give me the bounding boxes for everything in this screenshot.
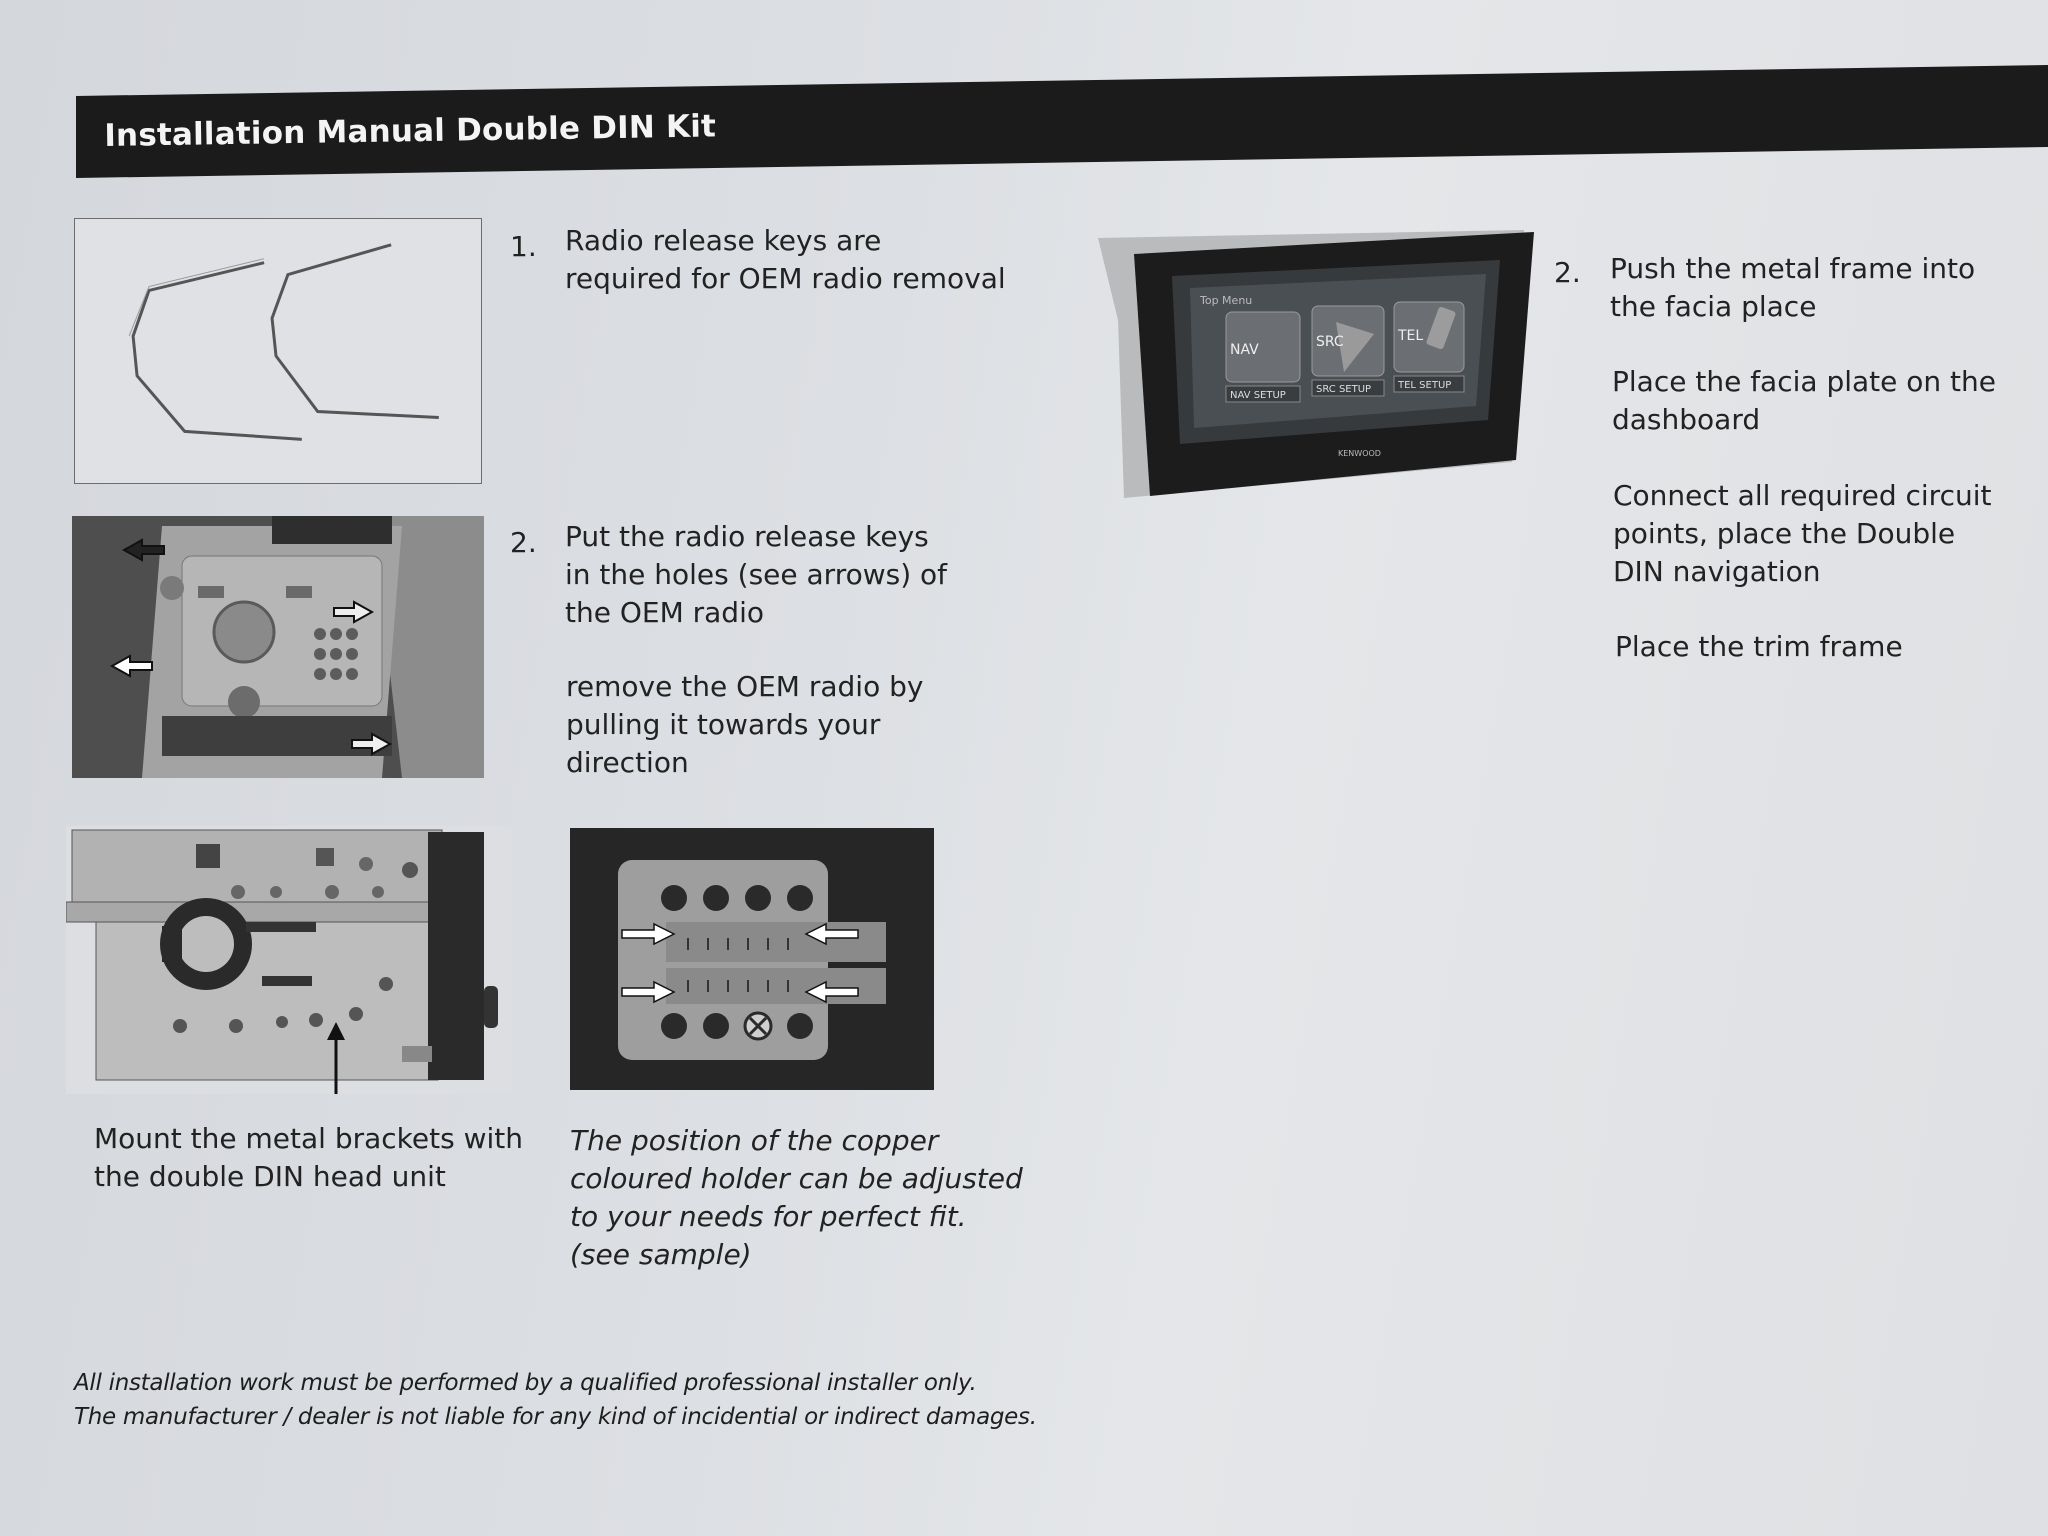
holder-caption: The position of the copper coloured hold… [570,1124,1023,1271]
step-1-text: Radio release keys are required for OEM … [565,224,1006,295]
arrow-up-icon [327,1022,345,1040]
right-step-paragraph-4: Place the trim frame [1615,630,1903,663]
arrow-icon [804,980,859,1004]
head-unit-photo: Top Menu NAV NAV SETUP SRC SRC SETUP TEL… [1098,230,1534,498]
step-2-extra-text: remove the OEM radio by pulling it towar… [566,670,924,779]
nav-button[interactable]: NAV NAV SETUP [1225,311,1301,403]
arrow-icon [333,600,375,624]
right-step-paragraph-2: Place the facia plate on the dashboard [1612,365,1996,436]
svg-text:NAV SETUP: NAV SETUP [1230,390,1286,401]
step-number: 2. [510,526,537,559]
head-unit-figure: Top Menu NAV NAV SETUP SRC SRC SETUP TEL… [1094,224,1534,502]
phone-icon [1426,306,1456,350]
step-2-text: Put the radio release keys in the holes … [565,520,948,629]
copper-holder-figure [570,828,934,1090]
arrow-icon [109,654,153,678]
metal-bracket-figure [66,826,512,1094]
release-keys-figure [74,218,482,484]
copper-holder-illustration [570,828,934,1090]
right-step-paragraph-1: Push the metal frame into the facia plac… [1610,252,1976,323]
arrow-icon [804,922,859,946]
oem-radio-photo [72,516,484,778]
arrow-icon [351,732,393,756]
oem-radio-figure [72,516,484,778]
svg-text:SRC: SRC [1316,334,1344,350]
brand-logo: KENWOOD [1338,449,1381,458]
right-step-paragraph-3: Connect all required circuit points, pla… [1613,479,1992,588]
arrow-icon [621,980,676,1004]
arrow-icon [121,538,165,562]
metal-bracket-illustration [66,826,512,1094]
src-button[interactable]: SRC SRC SETUP [1311,305,1385,397]
tel-button[interactable]: TEL TEL SETUP [1393,301,1465,393]
step-number: 1. [510,230,537,263]
screen-menu-label: Top Menu [1199,294,1252,307]
mount-caption: Mount the metal brackets with the double… [94,1122,523,1193]
svg-text:TEL: TEL [1397,328,1423,344]
arrow-icon [621,922,676,946]
disclaimer: All installation work must be performed … [74,1370,1037,1430]
svg-text:NAV: NAV [1230,342,1259,358]
svg-text:TEL SETUP: TEL SETUP [1397,380,1451,391]
release-keys-illustration [128,243,439,441]
step-number: 2. [1554,256,1581,289]
svg-text:SRC SETUP: SRC SETUP [1316,384,1371,395]
